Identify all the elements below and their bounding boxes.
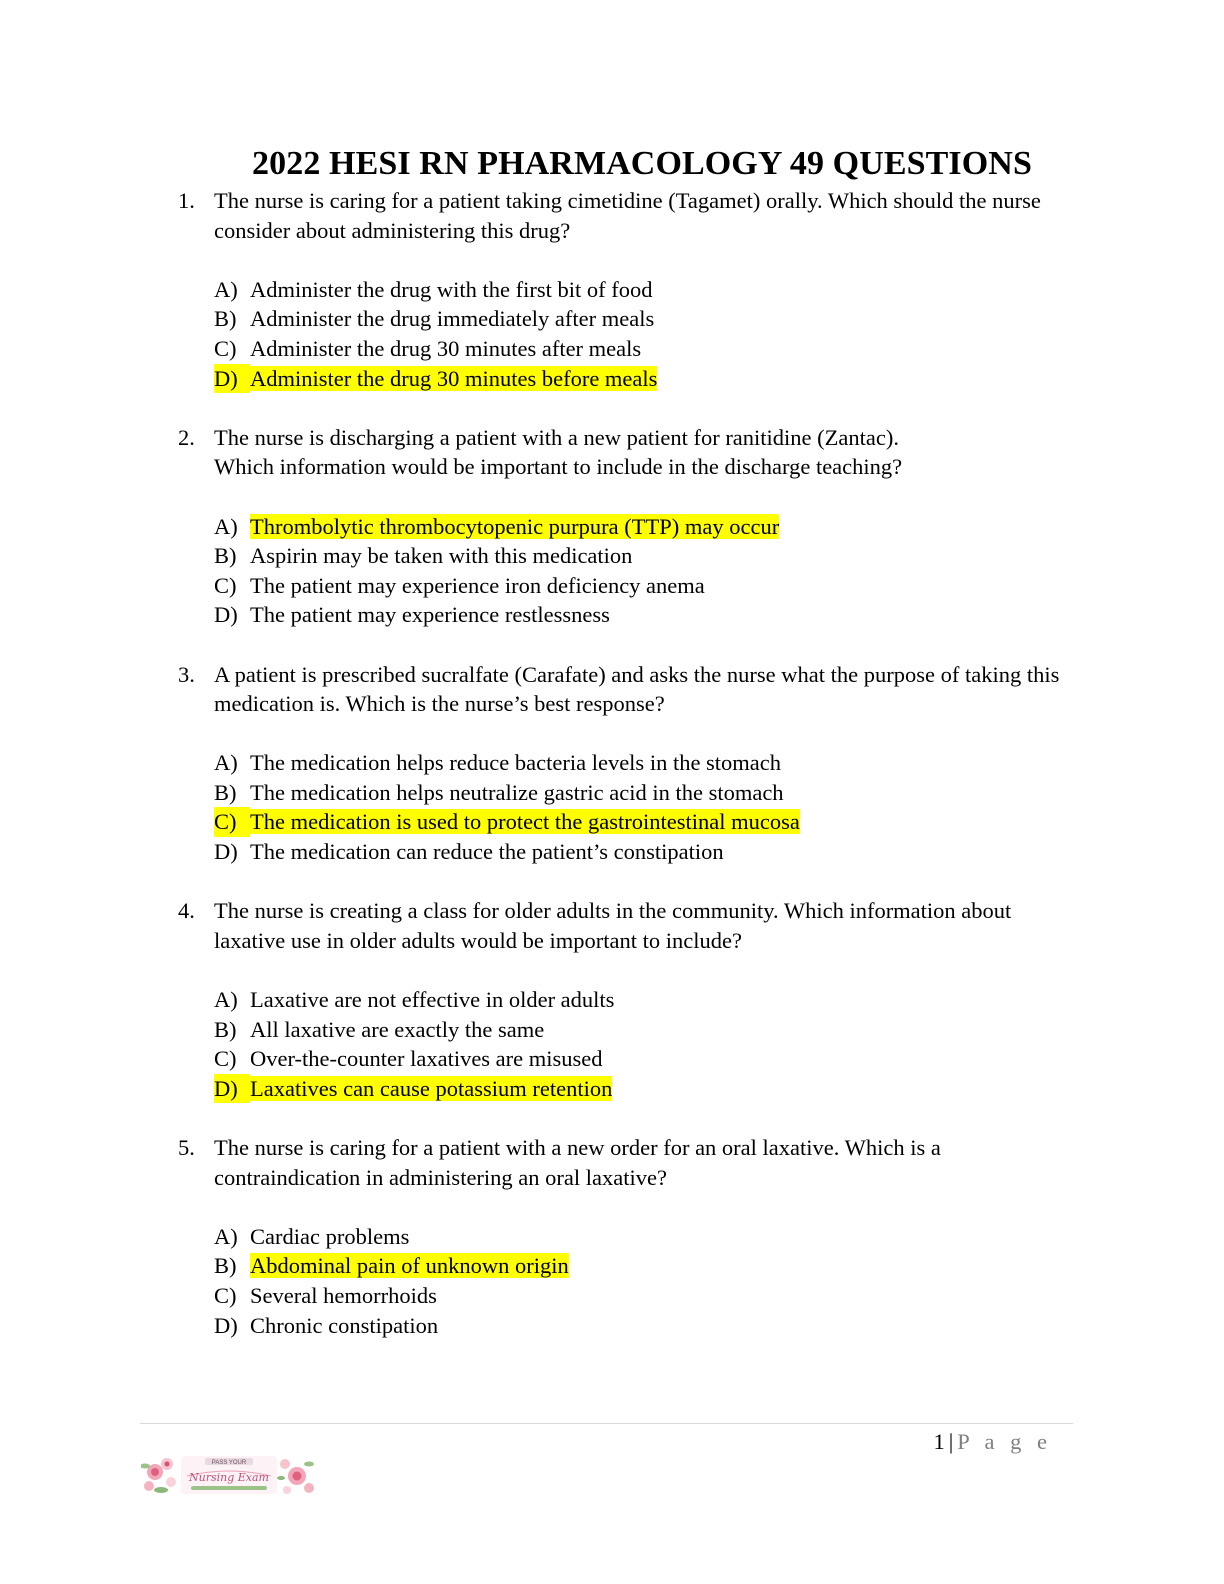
option-b: B)Aspirin may be taken with this medicat… bbox=[214, 543, 633, 569]
option-d-correct: D)Administer the drug 30 minutes before … bbox=[214, 363, 1078, 394]
question-stem: The nurse is discharging a patient with … bbox=[214, 424, 903, 480]
question-4: 4. The nurse is creating a class for old… bbox=[178, 896, 1078, 1104]
answer-options: A)The medication helps reduce bacteria l… bbox=[214, 748, 1078, 866]
page-number-separator: | bbox=[948, 1429, 954, 1454]
option-c: C)Several hemorrhoids bbox=[214, 1282, 437, 1308]
option-b-correct: B)Abdominal pain of unknown origin bbox=[214, 1253, 569, 1279]
option-a: A)The medication helps reduce bacteria l… bbox=[214, 750, 782, 776]
page-label: P a g e bbox=[957, 1429, 1052, 1454]
option-a: A)Administer the drug with the first bit… bbox=[214, 276, 653, 302]
question-stem: The nurse is caring for a patient with a… bbox=[214, 1135, 941, 1190]
option-b: B)All laxative are exactly the same bbox=[214, 1016, 545, 1042]
option-b: B)Administer the drug immediately after … bbox=[214, 306, 655, 332]
question-5: 5. The nurse is caring for a patient wit… bbox=[178, 1133, 1078, 1340]
question-3: 3. A patient is prescribed sucralfate (C… bbox=[178, 660, 1078, 867]
option-a: A)Cardiac problems bbox=[214, 1223, 410, 1249]
document-title: 2022 HESI RN PHARMACOLOGY 49 QUESTIONS bbox=[252, 145, 1032, 182]
question-list: 1. The nurse is caring for a patient tak… bbox=[178, 186, 1078, 1370]
option-a-correct: A)Thrombolytic thrombocytopenic purpura … bbox=[214, 513, 780, 539]
page-number: 1|P a g e bbox=[933, 1428, 1052, 1456]
option-c: C)Administer the drug 30 minutes after m… bbox=[214, 335, 642, 361]
answer-options: A)Administer the drug with the first bit… bbox=[214, 275, 1078, 394]
flower-left-icon bbox=[141, 1458, 176, 1493]
question-stem: A patient is prescribed sucralfate (Cara… bbox=[214, 661, 1060, 717]
footer-divider bbox=[140, 1423, 1073, 1424]
question-number: 4. bbox=[178, 898, 195, 924]
answer-options: A)Laxative are not effective in older ad… bbox=[214, 985, 1078, 1104]
question-number: 2. bbox=[178, 424, 195, 450]
logo-text-main: Nursing Exam bbox=[188, 1471, 269, 1484]
question-number: 1. bbox=[178, 188, 195, 213]
option-c: C)The patient may experience iron defici… bbox=[214, 572, 705, 598]
question-1: 1. The nurse is caring for a patient tak… bbox=[178, 186, 1078, 394]
option-d: D)The patient may experience restlessnes… bbox=[214, 602, 610, 628]
page-number-value: 1 bbox=[933, 1429, 945, 1454]
flower-right-icon bbox=[277, 1459, 314, 1494]
question-stem: The nurse is creating a class for older … bbox=[214, 898, 1012, 953]
option-d-correct: D)Laxatives can cause potassium retentio… bbox=[214, 1073, 1078, 1104]
question-number: 3. bbox=[178, 661, 195, 687]
option-c-correct: C)The medication is used to protect the … bbox=[214, 807, 1078, 838]
answer-options: A)Thrombolytic thrombocytopenic purpura … bbox=[214, 512, 1078, 630]
nursing-exam-logo: PASS YOUR Nursing Exam bbox=[141, 1456, 314, 1494]
logo-text-top: PASS YOUR bbox=[212, 1460, 247, 1466]
question-2: 2. The nurse is discharging a patient wi… bbox=[178, 423, 1078, 630]
question-stem: The nurse is caring for a patient taking… bbox=[214, 188, 1041, 243]
option-d: D)Chronic constipation bbox=[214, 1312, 439, 1338]
answer-options: A)Cardiac problems B)Abdominal pain of u… bbox=[214, 1222, 1078, 1340]
question-number: 5. bbox=[178, 1135, 195, 1160]
option-a: A)Laxative are not effective in older ad… bbox=[214, 987, 615, 1013]
option-d: D)The medication can reduce the patient’… bbox=[214, 839, 724, 865]
option-b: B)The medication helps neutralize gastri… bbox=[214, 779, 784, 805]
option-c: C)Over-the-counter laxatives are misused bbox=[214, 1046, 603, 1072]
